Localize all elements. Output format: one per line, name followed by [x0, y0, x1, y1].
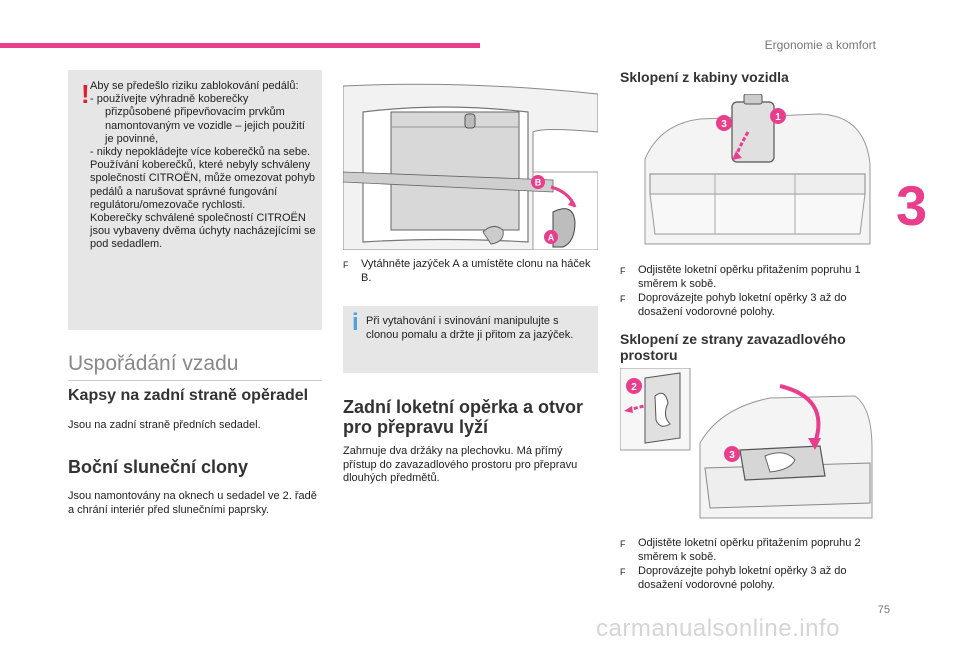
- sun-blind-figure: B A: [343, 72, 598, 250]
- trunk-figure: 2 3: [620, 368, 875, 528]
- trunk-step-text: Doprovázejte pohyb loketní opěrky 3 až d…: [638, 565, 847, 591]
- armrest-text: Zahrnuje dva držáky na plechovku. Má pří…: [343, 445, 578, 484]
- bullet-icon: F: [343, 260, 349, 270]
- blinds-text: Jsou namontovány na oknech u sedadel ve …: [68, 490, 317, 516]
- label-2: 2: [631, 382, 637, 393]
- cabin-step: F Doprovázejte pohyb loketní opěrky 3 až…: [620, 292, 878, 319]
- warning-line: Koberečky schválené společností CITROËN …: [90, 212, 316, 251]
- label-3: 3: [721, 119, 727, 130]
- trunk-step: F Doprovázejte pohyb loketní opěrky 3 až…: [620, 565, 878, 592]
- info-box: [343, 306, 598, 373]
- bullet-icon: F: [620, 539, 626, 549]
- warning-box: [68, 70, 322, 330]
- pockets-title: Kapsy na zadní straně opěradel: [68, 387, 309, 404]
- warning-icon: !: [81, 79, 90, 109]
- warning-line: - používejte výhradně koberečky přizpůso…: [90, 93, 305, 145]
- cabin-step-text: Doprovázejte pohyb loketní opěrky 3 až d…: [638, 292, 847, 318]
- cabin-step: F Odjistěte loketní opěrku přitažením po…: [620, 264, 878, 291]
- bullet-icon: F: [620, 266, 626, 276]
- page-number: 75: [877, 604, 890, 616]
- blinds-title: Boční sluneční clony: [68, 457, 249, 477]
- divider: [68, 380, 322, 381]
- trunk-step: F Odjistěte loketní opěrku přitažením po…: [620, 537, 878, 564]
- cabin-title: Sklopení z kabiny vozidla: [620, 69, 789, 85]
- section-title: Uspořádání vzadu: [68, 352, 239, 375]
- cabin-step-text: Odjistěte loketní opěrku přitažením popr…: [638, 264, 861, 290]
- bullet-icon: F: [620, 567, 626, 577]
- warning-text: Aby se předešlo riziku zablokování pedál…: [90, 80, 316, 252]
- warning-line: Aby se předešlo riziku zablokování pedál…: [90, 80, 299, 92]
- cabin-figure: 3 1: [620, 94, 875, 254]
- label-3b: 3: [729, 450, 735, 461]
- warning-line: - nikdy nepokládejte více koberečků na s…: [90, 146, 311, 159]
- warning-line: Používání koberečků, které nebyly schvál…: [90, 159, 315, 211]
- instruction-text: Vytáhněte jazýček A a umístěte clonu na …: [361, 258, 591, 284]
- label-a: A: [548, 233, 555, 243]
- label-1: 1: [775, 112, 781, 123]
- armrest-title: Zadní loketní opěrka a otvor pro přeprav…: [343, 397, 584, 437]
- trunk-title: Sklopení ze strany zavazadlového prostor…: [620, 331, 846, 363]
- instruction-item: F Vytáhněte jazýček A a umístěte clonu n…: [343, 258, 593, 285]
- trunk-step-text: Odjistěte loketní opěrku přitažením popr…: [638, 537, 861, 563]
- pockets-text: Jsou na zadní straně předních sedadel.: [68, 419, 261, 431]
- accent-bar: [0, 43, 480, 48]
- watermark: carmanualsonline.info: [596, 615, 840, 642]
- bullet-icon: F: [620, 294, 626, 304]
- info-text: Při vytahování i svinování manipulujte s…: [366, 315, 574, 341]
- chapter-number: 3: [896, 174, 928, 237]
- running-title: Ergonomie a komfort: [764, 38, 876, 52]
- info-icon: i: [352, 309, 359, 336]
- label-b: B: [535, 178, 542, 188]
